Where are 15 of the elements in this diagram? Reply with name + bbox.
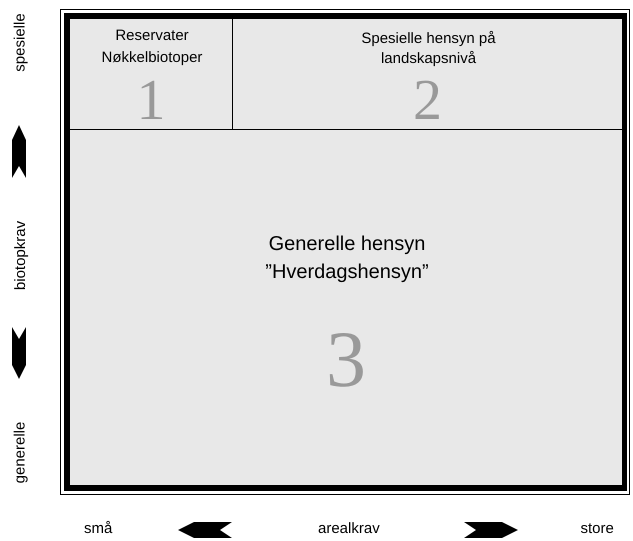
region-panel — [69, 18, 233, 130]
axis-label: store — [580, 520, 614, 537]
region-title: Reservater Nøkkelbiotoper — [100, 26, 204, 68]
axis-label: små — [84, 520, 112, 537]
axis-label: spesielle — [12, 12, 29, 72]
region-number: 3 — [326, 320, 366, 400]
axis-label: arealkrav — [318, 520, 380, 537]
axis-label: generelle — [11, 421, 28, 483]
axis-label: biotopkrav — [12, 220, 29, 290]
region-number: 2 — [413, 71, 442, 129]
region-panel — [232, 18, 623, 130]
region-title: Spesielle hensyn på landskapsnivå — [360, 29, 497, 69]
region-title: Generelle hensyn ”Hverdagshensyn” — [264, 232, 430, 285]
region-number: 1 — [136, 71, 166, 129]
region-panel — [69, 129, 623, 486]
